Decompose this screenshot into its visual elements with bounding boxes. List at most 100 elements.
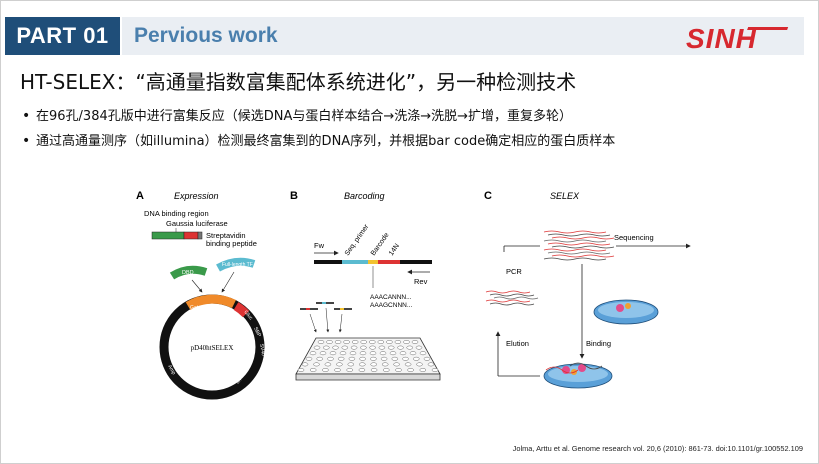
full-length-label: Full-length TF <box>222 262 253 268</box>
plate-well <box>317 340 325 344</box>
plate-well <box>329 351 337 356</box>
plate-well <box>369 345 376 350</box>
barcode-seq-1: AAACANNN... <box>370 294 412 301</box>
plate-well <box>336 362 343 367</box>
full-length-arc <box>216 257 256 272</box>
plasmid-right-label-3: SV40 <box>258 343 266 356</box>
slide-heading: HT-SELEX：“高通量指数富集配体系统进化”，另一种检测技术 <box>20 70 577 94</box>
plate-well <box>380 356 388 361</box>
dna-strand <box>485 290 531 294</box>
dna-strand <box>551 236 615 240</box>
plate-well <box>409 351 417 356</box>
oligo-barcode-segment <box>368 260 378 264</box>
plate-well <box>407 368 414 372</box>
plate-well <box>402 356 409 361</box>
plate-well <box>397 345 404 350</box>
strep-block <box>197 231 203 240</box>
section-title: Pervious work <box>134 24 278 47</box>
plate-well <box>427 362 435 367</box>
plate-well <box>323 345 330 350</box>
plate-well <box>415 345 423 350</box>
fw-label: Fw <box>314 241 325 250</box>
pcr-label: PCR <box>506 267 522 276</box>
plate-well <box>322 368 329 372</box>
label-dna-binding: DNA binding region <box>144 209 209 218</box>
plate-well <box>313 362 320 367</box>
plate-well <box>411 340 419 344</box>
plate-well <box>309 351 317 356</box>
bound-protein-marker <box>562 366 570 374</box>
dna-binding-block <box>151 231 185 240</box>
oligo-rev-segment <box>400 260 432 264</box>
plate-well <box>404 362 412 367</box>
plate-well <box>416 362 423 367</box>
plate-well <box>337 356 345 361</box>
figure-graphic: A Expression DNA binding region Gaussia … <box>136 190 691 400</box>
plate-well <box>358 368 366 372</box>
plasmid-name: pD40htSELEX <box>191 344 234 352</box>
plate-well <box>350 345 358 350</box>
plate-well <box>370 356 377 361</box>
plate-well <box>305 356 313 361</box>
plate-well <box>370 362 377 367</box>
plate-well <box>369 340 376 344</box>
protein-marker <box>616 304 624 312</box>
dna-strand <box>551 245 615 249</box>
panel-a-letter: A <box>136 190 144 202</box>
dna-strand <box>551 254 615 258</box>
plate-well <box>379 351 387 356</box>
plate-well <box>341 345 349 350</box>
plate-well <box>359 356 366 361</box>
logo-graphic: SINH <box>686 23 789 54</box>
label-strep-2: binding peptide <box>206 239 257 248</box>
gateway-label: Gateway_attR <box>190 305 222 311</box>
plate-well <box>431 368 439 372</box>
plate-well <box>359 351 367 356</box>
sequencing-label: Sequencing <box>614 233 654 242</box>
plate-well <box>378 345 386 350</box>
well-plate-top <box>295 337 441 375</box>
panel-c-title: SELEX <box>550 191 580 201</box>
sinh-logo: SINH <box>684 22 794 56</box>
panel-b: B Barcoding Fw Seq. primer Barcode 14N R… <box>290 190 441 381</box>
bound-dna <box>545 366 579 374</box>
selex-figure: A Expression DNA binding region Gaussia … <box>130 182 700 404</box>
dna-strand <box>547 251 611 255</box>
panel-b-title: Barcoding <box>344 191 385 201</box>
dbd-arc <box>169 265 208 280</box>
panel-a-title: Expression <box>174 191 219 201</box>
plate-well <box>399 351 407 356</box>
plate-well <box>309 368 317 372</box>
binding-label: Binding <box>586 339 611 348</box>
plate-well <box>327 356 334 361</box>
citation: Jolma, Arttu et al. Genome research vol.… <box>512 444 803 453</box>
bullet-list: 在96孔/384孔版中进行富集反应（候选DNA与蛋白样本结合→洗涤→洗脱→扩增，… <box>22 104 615 154</box>
plate-well <box>348 356 356 361</box>
oligo-seqprimer-segment <box>342 260 368 264</box>
bullet-item: 在96孔/384孔版中进行富集反应（候选DNA与蛋白样本结合→洗涤→洗脱→扩增，… <box>22 104 615 129</box>
plate-well <box>316 356 323 361</box>
plate-well <box>339 351 347 356</box>
panel-c: C SELEX Sequencing PCR Elution Binding <box>484 190 691 389</box>
plate-well <box>393 362 400 367</box>
plate-well <box>413 356 420 361</box>
plate-well <box>334 340 342 344</box>
bound-bead-highlight <box>548 366 608 382</box>
gaussia-block <box>183 231 199 240</box>
n14-label: 14N <box>388 243 401 258</box>
dna-strand <box>547 242 611 246</box>
plate-arrow <box>338 313 343 333</box>
plate-well <box>324 362 332 367</box>
bound-dna <box>569 362 603 370</box>
bound-protein-marker <box>578 364 586 372</box>
plate-well <box>423 356 431 361</box>
plate-well <box>332 345 339 350</box>
section-title-bar: Pervious work <box>122 17 804 55</box>
plate-well <box>326 340 333 344</box>
plate-well <box>406 345 413 350</box>
plate-arrow <box>325 307 330 333</box>
tf-arrow <box>221 271 235 293</box>
bullet-item: 通过高通量测序（如illumina）检测最终富集到的DNA序列，并根据bar c… <box>22 129 615 154</box>
plate-well <box>351 340 359 344</box>
label-gaussia: Gaussia luciferase <box>166 219 228 228</box>
